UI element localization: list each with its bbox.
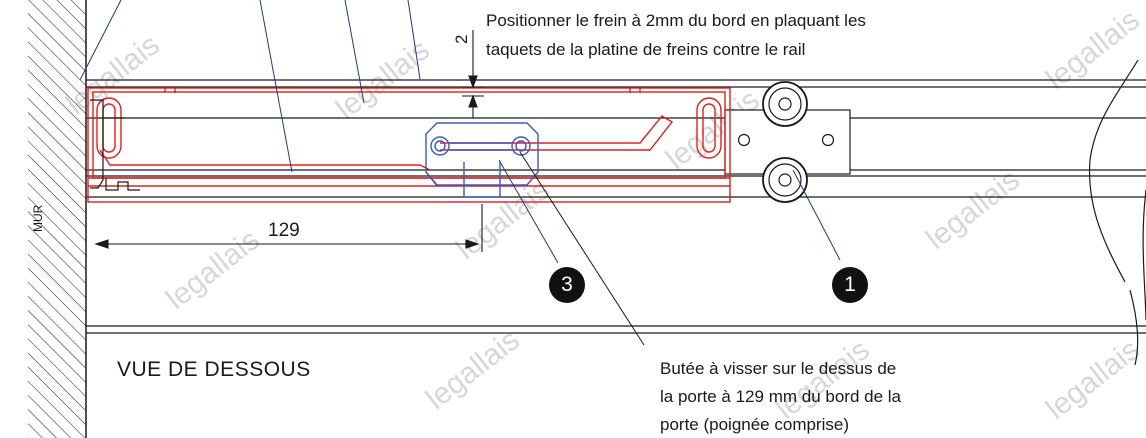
brake-tabs [90, 99, 140, 191]
door-edge-curves [1088, 59, 1146, 366]
length-dimension-label: 129 [268, 220, 300, 241]
wall [28, 0, 87, 438]
top-note-line1: Positionner le frein à 2mm du bord en pl… [486, 11, 866, 30]
bottom-note-line2: la porte à 129 mm du bord de la [660, 387, 901, 406]
stop-piece [425, 122, 539, 198]
callout-3: 3 [549, 267, 585, 303]
dimension-2 [462, 30, 484, 118]
bottom-note-line3: porte (poignée comprise) [660, 415, 849, 434]
bottom-note-line1: Butée à visser sur le dessus de [660, 359, 897, 378]
callout-1: 1 [832, 267, 868, 303]
leader-line-stop-note [519, 151, 645, 346]
brake-plate [87, 87, 731, 203]
wall-label: MUR [31, 204, 45, 232]
dimension-129 [94, 204, 483, 252]
wheel-top [762, 81, 808, 127]
gap-dimension-label: 2 [452, 34, 471, 44]
top-note-line2: taquets de la platine de freins contre l… [486, 40, 806, 59]
view-title: VUE DE DESSOUS [117, 358, 311, 381]
wheel-bottom [762, 157, 808, 203]
rail-lines [86, 79, 1146, 334]
leader-lines [79, 0, 841, 264]
